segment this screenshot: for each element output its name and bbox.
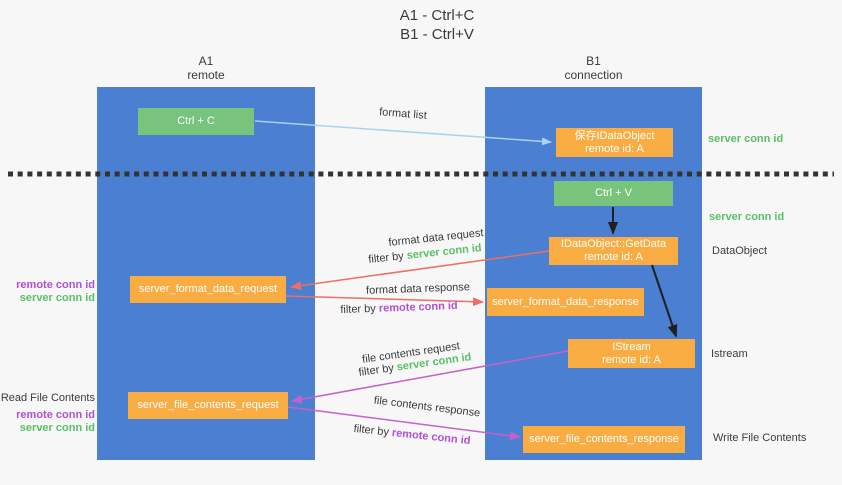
label-server-conn-id-left-bottom: server conn id bbox=[19, 422, 95, 434]
lane-a-header: A1 remote bbox=[97, 54, 315, 82]
label-remote-conn-id-bottom: remote conn id bbox=[16, 409, 95, 421]
lane-b-name: B1 bbox=[586, 54, 601, 68]
edge-label-format-list: format list bbox=[378, 106, 428, 122]
node-server-format-data-response: server_format_data_response bbox=[487, 288, 644, 316]
label-conn-ids-bottom: remote conn id server conn id bbox=[0, 409, 95, 435]
node-ctrl-v: Ctrl + V bbox=[554, 181, 673, 206]
node-server-format-data-request: server_format_data_request bbox=[130, 276, 286, 303]
lane-a-name: A1 bbox=[198, 54, 214, 68]
label-dataobject: DataObject bbox=[712, 245, 768, 257]
title-line-1: A1 - Ctrl+C bbox=[399, 7, 475, 24]
label-server-conn-id-mid: server conn id bbox=[709, 211, 785, 223]
label-read-file-contents: Read File Contents bbox=[0, 392, 95, 404]
edge-label-filter-by-remote-2: filter by remote conn id bbox=[353, 422, 471, 448]
node-idataobject-getdata: IDataObject::GetData remote id: A bbox=[549, 237, 678, 265]
label-server-conn-id-left-top: server conn id bbox=[19, 292, 95, 304]
edge-label-format-data-response: format data response bbox=[365, 281, 471, 297]
diagram-title: A1 - Ctrl+C B1 - Ctrl+V bbox=[337, 6, 537, 44]
label-write-file-contents: Write File Contents bbox=[713, 432, 807, 444]
node-server-file-contents-request: server_file_contents_request bbox=[128, 392, 288, 419]
lane-b-header: B1 connection bbox=[485, 54, 702, 82]
edge-label-file-contents-response: file contents response bbox=[373, 394, 481, 420]
node-ctrl-c: Ctrl + C bbox=[138, 108, 254, 135]
label-conn-ids-top: remote conn id server conn id bbox=[0, 279, 95, 305]
label-remote-conn-id-top: remote conn id bbox=[16, 279, 95, 291]
node-istream: IStream remote id: A bbox=[568, 339, 695, 368]
node-server-file-contents-response: server_file_contents_response bbox=[523, 426, 685, 453]
label-istream: Istream bbox=[711, 348, 748, 360]
lane-b-subtitle: connection bbox=[564, 68, 623, 82]
label-server-conn-id-top: server conn id bbox=[708, 133, 784, 145]
edge-label-filter-by-remote-1: filter by remote conn id bbox=[340, 299, 458, 317]
lane-a-subtitle: remote bbox=[187, 68, 225, 82]
title-line-2: B1 - Ctrl+V bbox=[400, 26, 474, 43]
node-save-dataobject: 保存IDataObject remote id: A bbox=[556, 128, 673, 157]
